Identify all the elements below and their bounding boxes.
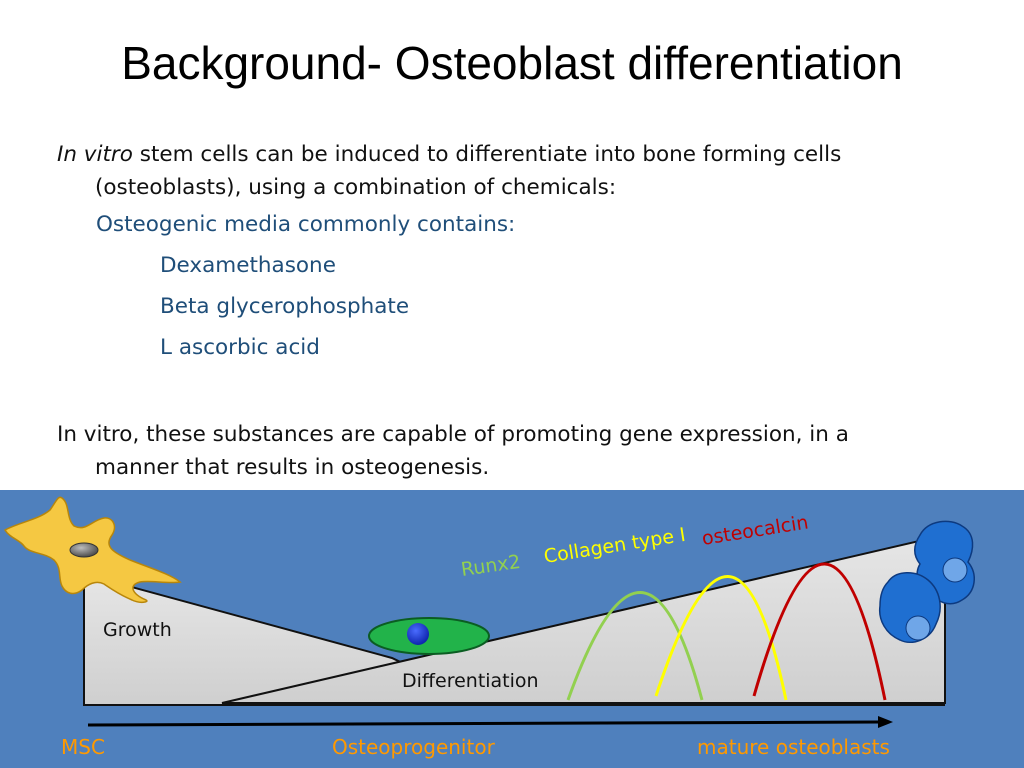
osteoprogenitor-cell	[368, 617, 490, 655]
differentiation-label: Differentiation	[402, 670, 539, 692]
collagen-label: Collagen type I	[542, 524, 687, 568]
gene-expression-line-1: In vitro, these substances are capable o…	[57, 422, 849, 447]
intro-line-1: stem cells can be induced to differentia…	[132, 142, 842, 167]
stage-arrow-head	[878, 716, 893, 728]
stage-arrow	[87, 720, 881, 727]
media-item-beta-glycerophosphate: Beta glycerophosphate	[160, 294, 410, 319]
runx2-label: Runx2	[460, 551, 522, 581]
intro-paragraph: In vitro stem cells can be induced to di…	[57, 138, 957, 204]
growth-label: Growth	[103, 619, 172, 641]
in-vitro-italic: In vitro	[57, 142, 133, 167]
osteocalcin-curve	[752, 562, 887, 701]
diagram-canvas: Growth Differentiation Runx2 Collagen ty…	[3, 496, 975, 759]
differentiation-diagram: Growth Differentiation Runx2 Collagen ty…	[0, 490, 1024, 768]
mature-osteoblast-cells	[878, 520, 975, 644]
runx2-curve	[566, 591, 704, 701]
stage-osteoprogenitor: Osteoprogenitor	[332, 735, 496, 759]
intro-line-2: (osteoblasts), using a combination of ch…	[95, 175, 617, 200]
media-item-dexamethasone: Dexamethasone	[160, 253, 336, 278]
gene-expression-paragraph: In vitro, these substances are capable o…	[57, 418, 957, 484]
stage-mature-osteoblasts: mature osteoblasts	[697, 735, 890, 759]
gene-expression-line-2: manner that results in osteogenesis.	[95, 455, 490, 480]
media-item-ascorbic-acid: L ascorbic acid	[160, 335, 320, 360]
msc-cell	[3, 496, 182, 604]
media-heading: Osteogenic media commonly contains:	[96, 212, 516, 237]
slide-title: Background- Osteoblast differentiation	[121, 37, 903, 89]
stage-msc: MSC	[61, 735, 105, 759]
osteocalcin-label: osteocalcin	[700, 511, 810, 550]
